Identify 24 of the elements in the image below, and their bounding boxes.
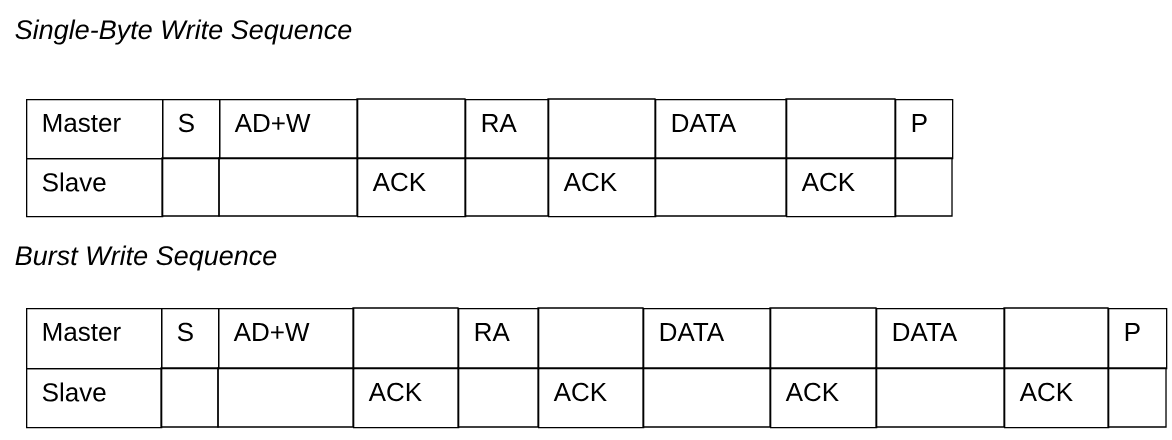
table-cell: ACK [770, 368, 878, 429]
table-cell: RA [465, 99, 550, 160]
table-cell: S [161, 308, 220, 370]
table-cell: ACK [353, 368, 460, 429]
table-cell: Slave [26, 158, 164, 218]
table-cell: ACK [548, 158, 657, 218]
table-cell: DATA [643, 308, 772, 370]
table-cell: S [162, 99, 221, 160]
table-cell: RA [458, 308, 540, 370]
table-cell: ACK [786, 158, 897, 218]
table-cell: Slave [26, 368, 163, 429]
table-cell: ACK [1004, 368, 1110, 429]
heading: Burst Write Sequence [15, 245, 277, 271]
table-cell: P [1108, 308, 1168, 370]
table-cell: P [895, 99, 954, 160]
table-cell: Master [26, 99, 164, 160]
heading: Single-Byte Write Sequence [15, 19, 352, 45]
table-cell: DATA [876, 308, 1006, 370]
table-cell: DATA [655, 99, 788, 160]
table-cell: ACK [357, 158, 467, 218]
table-cell: AD+W [218, 308, 355, 370]
table-cell: ACK [538, 368, 645, 429]
table-cell: AD+W [219, 99, 359, 160]
table-cell: Master [26, 308, 163, 370]
